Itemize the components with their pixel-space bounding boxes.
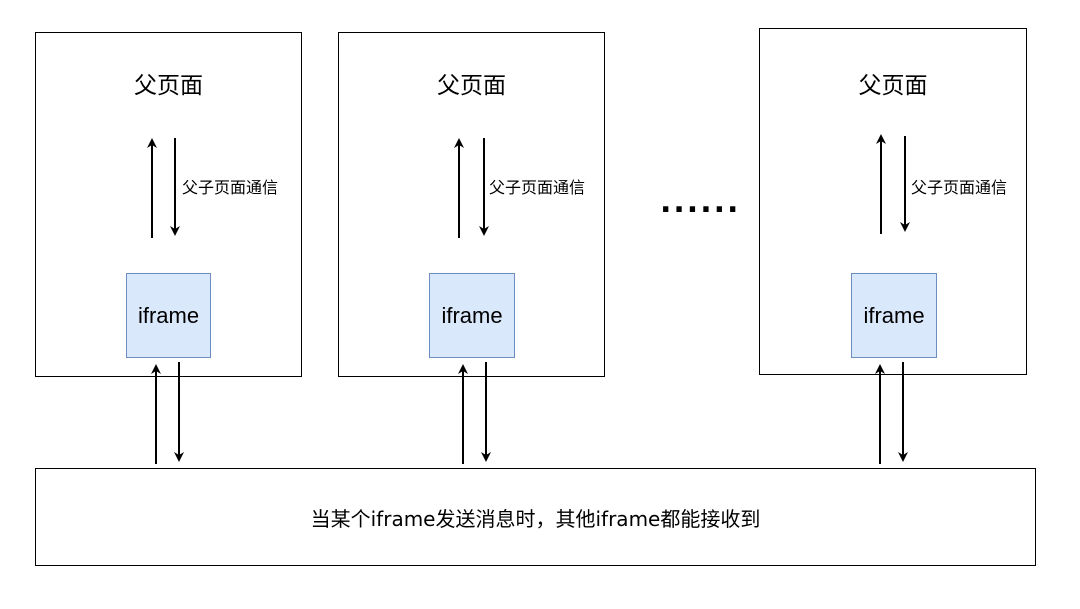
parent-page-title-3: 父页面 (858, 73, 928, 99)
ellipsis: ...... (660, 185, 741, 220)
message-broadcast-box: 当某个iframe发送消息时，其他iframe都能接收到 (35, 468, 1036, 566)
parent-page-title-1: 父页面 (134, 73, 203, 99)
parent-page-title-2: 父页面 (437, 73, 506, 99)
iframe-box-2: iframe (429, 273, 515, 358)
message-broadcast-label: 当某个iframe发送消息时，其他iframe都能接收到 (310, 506, 761, 531)
parent-page-box-1: 父页面 父子页面通信 iframe (35, 32, 302, 377)
parent-child-comm-label-3: 父子页面通信 (911, 178, 1008, 197)
parent-child-comm-label-1: 父子页面通信 (182, 178, 279, 197)
iframe-box-3: iframe (851, 273, 937, 358)
parent-page-box-3: 父页面 父子页面通信 iframe (759, 28, 1027, 375)
parent-page-box-2: 父页面 父子页面通信 iframe (338, 32, 605, 377)
parent-child-comm-label-2: 父子页面通信 (489, 178, 586, 197)
iframe-box-1: iframe (126, 273, 211, 358)
